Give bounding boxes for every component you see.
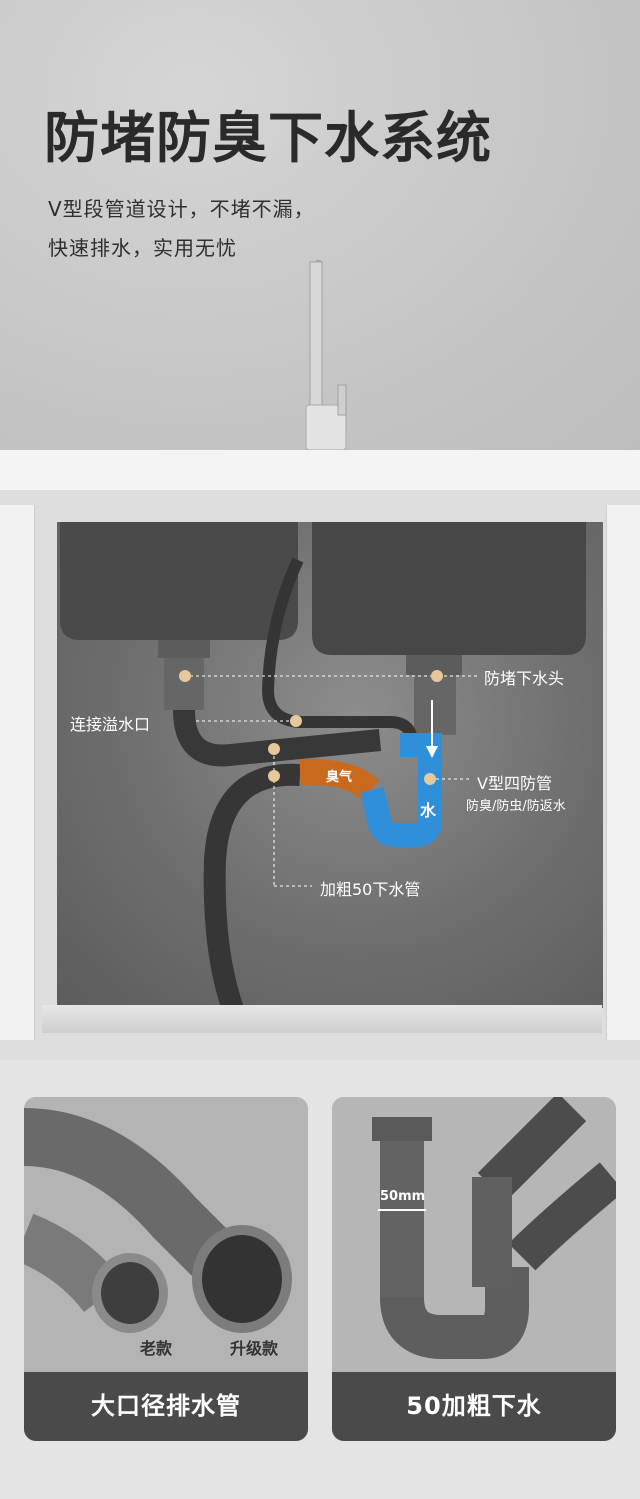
marker-drain-head (431, 670, 443, 682)
label-overflow: 连接溢水口 (70, 715, 151, 734)
feature-card-thick-drain: 50mm 50加粗下水 (332, 1097, 616, 1441)
dimension-label: 50mm (380, 1189, 426, 1204)
drain-body-left (164, 658, 204, 710)
label-v-pipe: V型四防管 (477, 774, 552, 793)
thick-drain-image (332, 1097, 616, 1372)
label-drain-head: 防堵下水头 (484, 669, 565, 688)
v-pipe (360, 733, 442, 847)
card-title-thick-drain: 50加粗下水 (332, 1372, 616, 1441)
page-title: 防堵防臭下水系统 (44, 106, 493, 170)
odor-pipe-section (299, 758, 380, 800)
tag-new: 升级款 (230, 1339, 279, 1358)
overflow-hose (261, 557, 418, 742)
feature-card-large-pipe: 老款 升级款 大口径排水管 (24, 1097, 308, 1441)
faucet-illustration (305, 259, 347, 450)
tag-old: 老款 (140, 1339, 173, 1358)
connection-hose (173, 709, 382, 767)
marker-overflow (290, 715, 302, 727)
label-v-pipe-sub: 防臭/防虫/防返水 (466, 799, 566, 814)
cabinet-door-left (0, 505, 35, 1040)
pipe-comparison-image (24, 1097, 308, 1372)
label-thick-pipe: 加粗50下水管 (320, 880, 421, 899)
cabinet-shelf (42, 1005, 602, 1033)
sink-basin-right (312, 522, 586, 655)
cabinet-door-right (606, 505, 640, 1040)
plumbing-diagram (60, 522, 586, 1028)
label-water: 水 (420, 801, 437, 820)
label-odor: 臭气 (326, 770, 353, 785)
subtitle-line-2: 快速排水，实用无忧 (48, 236, 237, 260)
marker-hose-2 (268, 770, 280, 782)
main-drain-hose (203, 763, 301, 1027)
drain-body-right (414, 675, 456, 735)
drain-fitting-right (406, 655, 462, 675)
card-title-large-pipe: 大口径排水管 (24, 1372, 308, 1441)
hero-section: 防堵防臭下水系统 V型段管道设计，不堵不漏， 快速排水，实用无忧 (0, 0, 640, 450)
drain-fitting-left (158, 640, 210, 658)
subtitle-line-1: V型段管道设计，不堵不漏， (48, 197, 315, 221)
sink-basin-left (60, 522, 298, 640)
marker-v-pipe (424, 773, 436, 785)
marker-hose-1 (268, 743, 280, 755)
marker-left-drain (179, 670, 191, 682)
